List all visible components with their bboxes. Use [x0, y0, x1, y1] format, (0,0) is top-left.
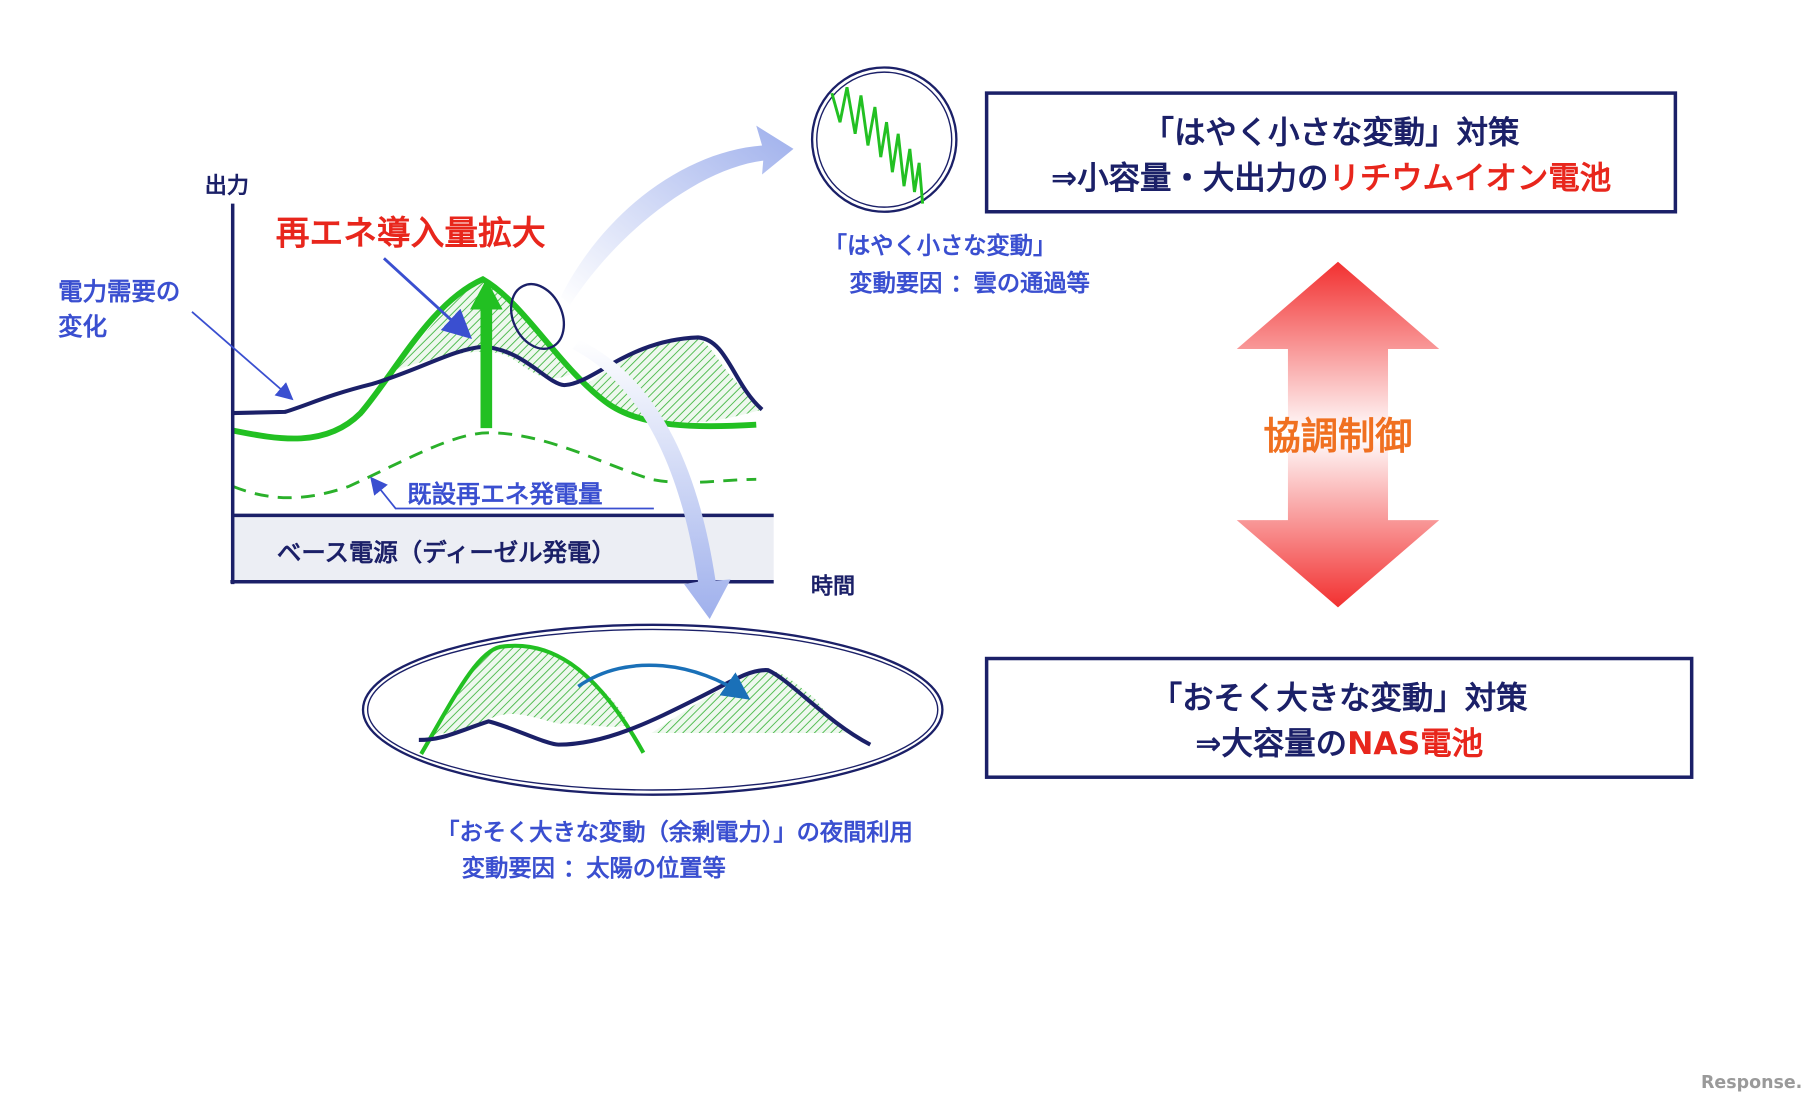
base-power-band: [232, 515, 774, 582]
demand-label-line2: 変化: [58, 312, 107, 341]
arrow-to-slow: [572, 339, 731, 619]
fast-fluctuation-trace: [830, 86, 925, 204]
slow-box-prefix: ⇒大容量の: [1195, 725, 1347, 762]
increase-arrow-head: [470, 279, 503, 310]
highlight-ellipse: [510, 283, 566, 350]
slow-fluctuation-ellipse: [361, 623, 944, 796]
shift-arrow: [577, 663, 751, 700]
fast-countermeasure-box: [984, 91, 1678, 214]
base-power-label: ベース電源（ディーゼル発電）: [277, 538, 616, 567]
demand-curve: [232, 335, 764, 416]
fast-box-solution: ⇒小容量・大出力のリチウムイオン電池: [1051, 159, 1611, 196]
x-axis-label: 時間: [811, 573, 855, 599]
existing-renewable-curve: [232, 431, 757, 500]
fast-fluctuation-ellipse: [810, 66, 958, 213]
slow-demand-curve: [418, 668, 872, 747]
slow-surplus-area: [432, 644, 629, 736]
demand-label-line1: 電力需要の: [58, 277, 180, 306]
headline: 再エネ導入量拡大: [276, 213, 546, 252]
slow-countermeasure-box: [984, 656, 1694, 779]
headline-pointer-arrow: [382, 257, 472, 340]
coordination-label: 協調制御: [1264, 414, 1413, 458]
slow-caption-line1: 「おそく大きな変動（余剰電力）」の夜間利用: [436, 819, 913, 846]
demand-pointer-arrow: [191, 311, 294, 401]
slow-solar-curve: [419, 643, 646, 755]
slow-caption-line2: 変動要因 ：太陽の位置等: [462, 855, 726, 882]
slow-box-solution: ⇒大容量のNAS電池: [1195, 725, 1483, 762]
existing-pointer: [370, 476, 654, 510]
slow-shifted-area: [651, 670, 847, 733]
fast-caption-line1: 「はやく小さな変動」: [824, 233, 1057, 260]
y-axis-label: 出力: [205, 173, 249, 199]
slow-ellipse-inner: [366, 628, 939, 791]
lithium-ion-battery: リチウムイオン電池: [1328, 160, 1611, 196]
response-watermark: Response.: [1701, 1073, 1802, 1093]
existing-renewable-label: 既設再エネ発電量: [407, 480, 602, 509]
renewable-output-curve: [232, 275, 757, 442]
fast-caption-line2: 変動要因 ：雲の通過等: [849, 270, 1090, 297]
nas-battery: NAS電池: [1347, 726, 1483, 762]
slow-box-title: 「おそく大きな変動」対策: [1151, 680, 1528, 717]
fast-box-title: 「はやく小さな変動」対策: [1143, 114, 1520, 151]
fast-ellipse-inner: [816, 71, 953, 208]
fast-box-prefix: ⇒小容量・大出力の: [1051, 159, 1329, 196]
surplus-area-evening: [587, 337, 763, 424]
arrow-to-fast: [560, 125, 794, 305]
coordination-double-arrow: [1236, 261, 1440, 608]
